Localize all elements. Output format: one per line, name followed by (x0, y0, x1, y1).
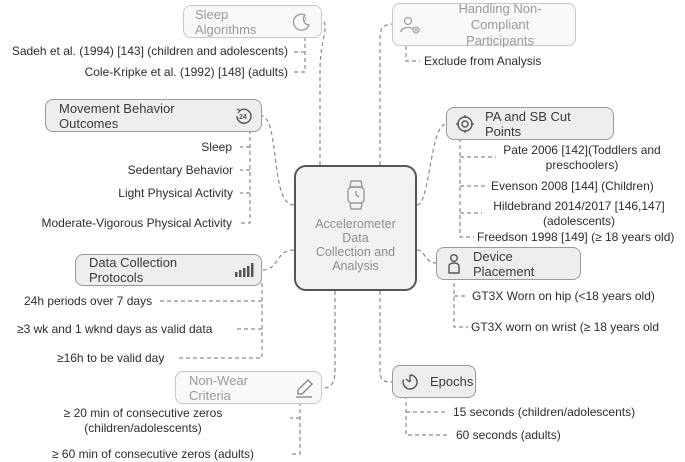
cut-points-node: PA and SB Cut Points (446, 107, 614, 140)
person-icon (445, 253, 463, 275)
cut-point-item: Evenson 2008 [144] (Children) (491, 179, 654, 193)
data-collection-label: Data Collection Protocols (89, 255, 178, 285)
sleep-algorithm-item: Sadeh et al. (1994) [143] (children and … (11, 44, 288, 58)
cut-points-label: PA and SB Cut Points (485, 108, 571, 139)
svg-text:z: z (304, 17, 307, 23)
epochs-node: Epochs (392, 365, 476, 398)
data-collection-item: 24h periods over 7 days (24, 294, 153, 308)
movement-outcome-item: Light Physical Activity (118, 186, 233, 200)
svg-text:24: 24 (239, 114, 247, 121)
data-collection-item: ≥16h to be valid day (57, 351, 165, 365)
data-collection-node: Data Collection Protocols (75, 254, 262, 286)
user-x-icon (399, 14, 421, 36)
device-placement-item: GT3X worn on wrist (≥ 18 years old (471, 320, 659, 334)
epoch-item: 15 seconds (children/adolescents) (453, 405, 636, 419)
movement-outcome-item: Moderate-Vigorous Physical Activity (41, 216, 232, 230)
non-wear-item: ≥ 20 min of consecutive zeros (children/… (63, 406, 223, 435)
device-placement-item: GT3X Worn on hip (<18 years old) (472, 289, 655, 303)
sleep-algorithm-item: Cole-Kripke et al. (1992) [148] (adults) (84, 65, 288, 79)
device-placement-label: Device Placement (473, 248, 535, 279)
bar-chart-icon (233, 261, 255, 279)
smartwatch-icon (344, 179, 368, 211)
non-compliant-item: Exclude from Analysis (424, 54, 542, 68)
epochs-label: Epochs (430, 374, 474, 389)
central-topic-node: Accelerometer Data Collection and Analys… (294, 165, 417, 291)
non-wear-node: Non-Wear Criteria (175, 371, 322, 404)
moon-icon: z (291, 11, 313, 33)
central-topic-title: Accelerometer Data Collection and Analys… (315, 217, 396, 273)
24h-clock-icon: 24 (233, 105, 255, 127)
movement-outcome-item: Sedentary Behavior (127, 163, 233, 177)
movement-outcome-item: Sleep (201, 140, 232, 154)
epoch-item: 60 seconds (adults) (456, 428, 561, 442)
pencil-icon (293, 377, 315, 399)
data-collection-item: ≥3 wk and 1 wknd days as valid data (17, 322, 213, 336)
non-compliant-node: Handling Non-Compliant Participants (392, 0, 576, 48)
timer-icon (400, 372, 420, 392)
device-placement-node: Device Placement (436, 247, 581, 280)
sleep-algorithms-label: Sleep Algorithms (195, 6, 257, 37)
sleep-algorithms-node: Sleep Algorithms z (183, 5, 322, 38)
cut-point-item: Freedson 1998 [149] (≥ 18 years old) (477, 230, 675, 244)
non-wear-label: Non-Wear Criteria (189, 372, 249, 403)
movement-outcomes-node: Movement Behavior Outcomes 24 (45, 99, 262, 132)
cut-point-item: Pate 2006 [142](Toddlers and preschooler… (503, 143, 661, 172)
target-icon (455, 114, 475, 134)
movement-outcomes-label: Movement Behavior Outcomes (59, 100, 175, 131)
cut-point-item: Hildebrand 2014/2017 [146,147] (adolesce… (493, 199, 665, 228)
non-compliant-label: Handling Non-Compliant Participants (458, 0, 542, 48)
non-wear-item: ≥ 60 min of consecutive zeros (adults) (52, 447, 255, 461)
